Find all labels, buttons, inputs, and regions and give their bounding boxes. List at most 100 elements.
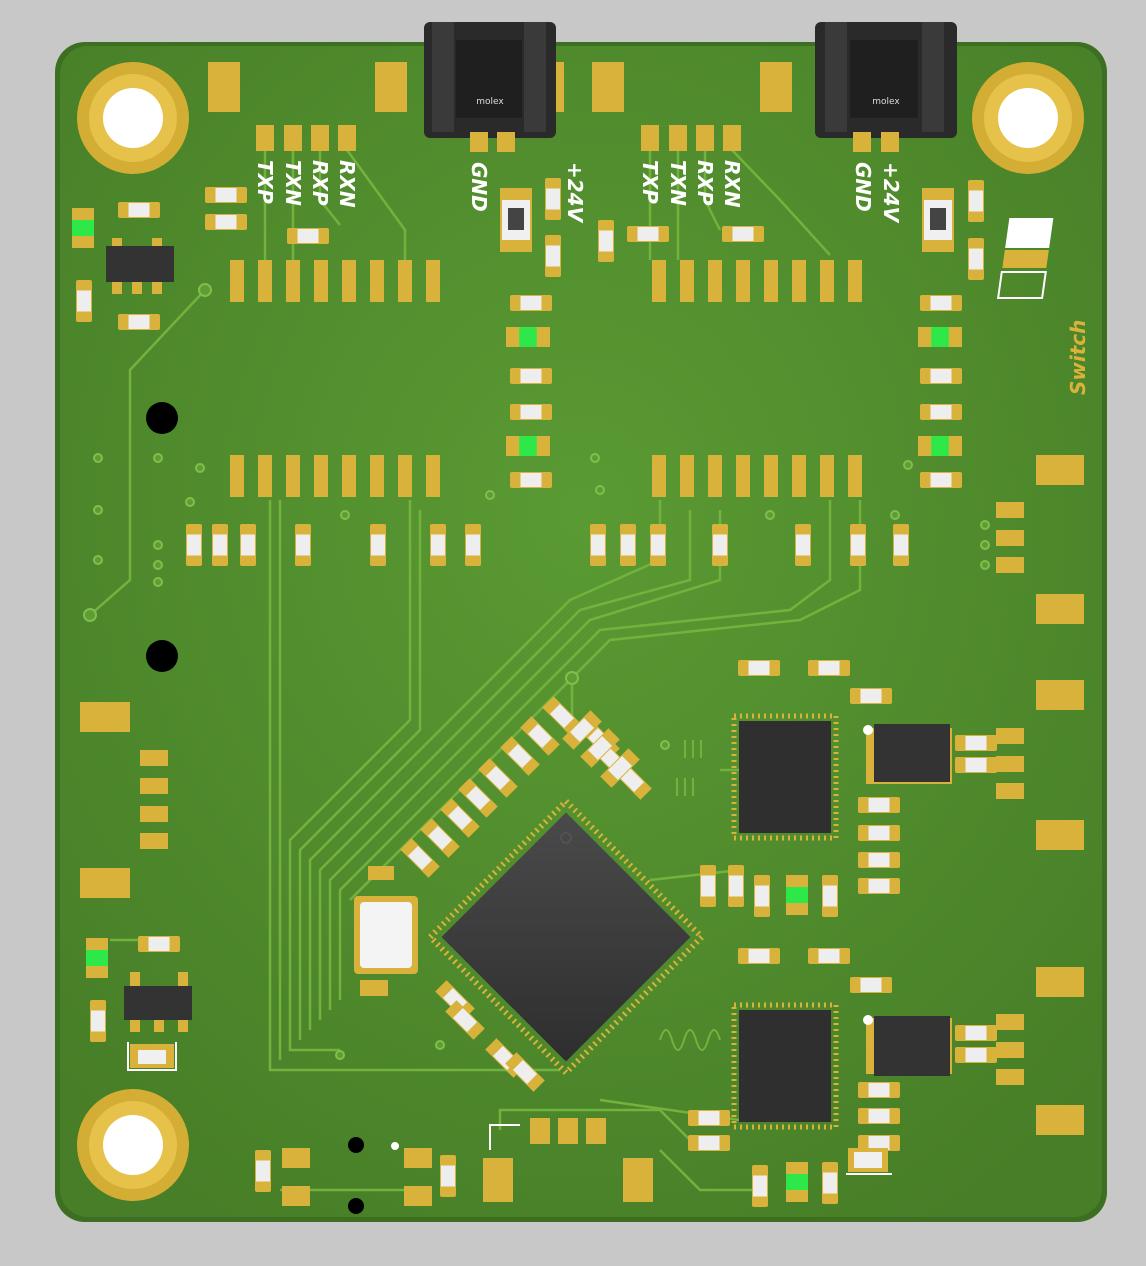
tooling-hole-small-2 bbox=[348, 1198, 364, 1214]
silk-capacitor-bottom-left bbox=[127, 1042, 177, 1071]
left-edge-pads bbox=[80, 702, 168, 898]
smd-passive bbox=[858, 1108, 900, 1124]
smd-passive bbox=[858, 825, 900, 841]
smd-passive bbox=[808, 660, 850, 676]
top-edge-pads bbox=[208, 62, 792, 112]
ic-pads-lower-left bbox=[230, 455, 440, 497]
smd-passive bbox=[955, 1025, 997, 1041]
smd-passive bbox=[968, 180, 984, 222]
smd-passive bbox=[510, 295, 552, 311]
power-resistor-1 bbox=[500, 188, 532, 252]
ic-pads-lower-right bbox=[652, 455, 862, 497]
small-chip-upper bbox=[863, 724, 952, 784]
label-switch: Switch bbox=[1066, 320, 1090, 395]
serpentine-traces bbox=[659, 740, 721, 1051]
smd-passive bbox=[920, 404, 962, 420]
smd-passive-rotated bbox=[542, 696, 582, 736]
led bbox=[918, 327, 962, 347]
smd-passive bbox=[620, 524, 636, 566]
smd-passive bbox=[850, 688, 892, 704]
phy-chip-lower bbox=[731, 1002, 839, 1130]
vias bbox=[83, 283, 990, 1060]
molex-logo-2: molex bbox=[872, 97, 900, 107]
led bbox=[918, 436, 962, 456]
smd-passive bbox=[510, 472, 552, 488]
led bbox=[86, 938, 108, 978]
crystal-oscillator bbox=[354, 866, 418, 996]
silk-labels-right: TXP TXN RXP RXN GND +24V bbox=[638, 160, 903, 224]
smd-passive bbox=[255, 1150, 271, 1192]
silk-labels-left: TXP TXN RXP RXN GND +24V bbox=[253, 160, 587, 224]
smd-passive-rotated bbox=[440, 798, 480, 838]
smd-passive-rotated bbox=[420, 818, 460, 858]
led bbox=[786, 1162, 808, 1202]
ic-pads-upper-right bbox=[652, 260, 862, 302]
smd-passive bbox=[850, 977, 892, 993]
smd-passive bbox=[76, 280, 92, 322]
smd-passive bbox=[510, 404, 552, 420]
smd-passive bbox=[920, 472, 962, 488]
sot-chip-bottom-left bbox=[124, 972, 192, 1032]
molex-logo-1: molex bbox=[476, 97, 504, 107]
power-resistor-2 bbox=[922, 188, 954, 252]
smd-passive bbox=[205, 214, 247, 230]
smd-passive bbox=[90, 1000, 106, 1042]
smd-passive bbox=[545, 178, 561, 220]
smd-passive bbox=[590, 524, 606, 566]
smd-passive bbox=[627, 226, 669, 242]
label-24v-2: +24V bbox=[879, 162, 903, 224]
smd-passive bbox=[440, 1155, 456, 1197]
smd-passive bbox=[893, 524, 909, 566]
smd-passive bbox=[598, 220, 614, 262]
smd-passive bbox=[118, 314, 160, 330]
smd-passive bbox=[688, 1110, 730, 1126]
phy-chip-upper bbox=[731, 713, 839, 841]
molex-connector-2: molex bbox=[815, 22, 957, 152]
smd-passive bbox=[510, 368, 552, 384]
ic-pads-upper-left bbox=[230, 260, 440, 302]
signal-pads-right bbox=[641, 125, 741, 151]
smd-passive bbox=[138, 936, 180, 952]
smd-passive-rotated bbox=[478, 758, 518, 798]
smd-passive bbox=[955, 757, 997, 773]
smd-passive bbox=[465, 524, 481, 566]
smd-passive bbox=[212, 524, 228, 566]
smd-passive bbox=[650, 524, 666, 566]
switch-marker: Switch bbox=[996, 218, 1090, 395]
label-txp-1: TXP bbox=[253, 160, 277, 204]
smd-passive-rotated bbox=[458, 778, 498, 818]
smd-passive bbox=[295, 524, 311, 566]
smd-passive bbox=[955, 1047, 997, 1063]
right-edge-pads bbox=[996, 455, 1084, 1135]
mounting-hole-top-left bbox=[77, 62, 189, 174]
label-rxn-1: RXN bbox=[335, 160, 359, 208]
smd-passive bbox=[822, 875, 838, 917]
smd-passive bbox=[688, 1135, 730, 1151]
smd-passive bbox=[370, 524, 386, 566]
smd-passive bbox=[754, 875, 770, 917]
smd-passive bbox=[545, 235, 561, 277]
smd-passive bbox=[850, 524, 866, 566]
bottom-pads bbox=[282, 1118, 653, 1206]
smd-passive bbox=[186, 524, 202, 566]
smd-passive bbox=[700, 865, 716, 907]
smd-passive bbox=[858, 1135, 900, 1151]
sot-chip-top-left bbox=[106, 238, 174, 294]
smd-passive-rotated bbox=[520, 716, 560, 756]
smd-passive bbox=[920, 295, 962, 311]
label-rxp-1: RXP bbox=[308, 160, 332, 206]
smd-passive bbox=[920, 368, 962, 384]
smd-passive bbox=[822, 1162, 838, 1204]
smd-passive bbox=[712, 524, 728, 566]
label-txn-2: TXN bbox=[666, 160, 690, 206]
smd-passive bbox=[728, 865, 744, 907]
led bbox=[72, 208, 94, 248]
label-txp-2: TXP bbox=[638, 160, 662, 204]
pin1-marker bbox=[391, 1142, 399, 1150]
led bbox=[506, 327, 550, 347]
label-txn-1: TXN bbox=[281, 160, 305, 206]
smd-passive bbox=[118, 202, 160, 218]
smd-passive bbox=[955, 735, 997, 751]
smd-passive bbox=[795, 524, 811, 566]
